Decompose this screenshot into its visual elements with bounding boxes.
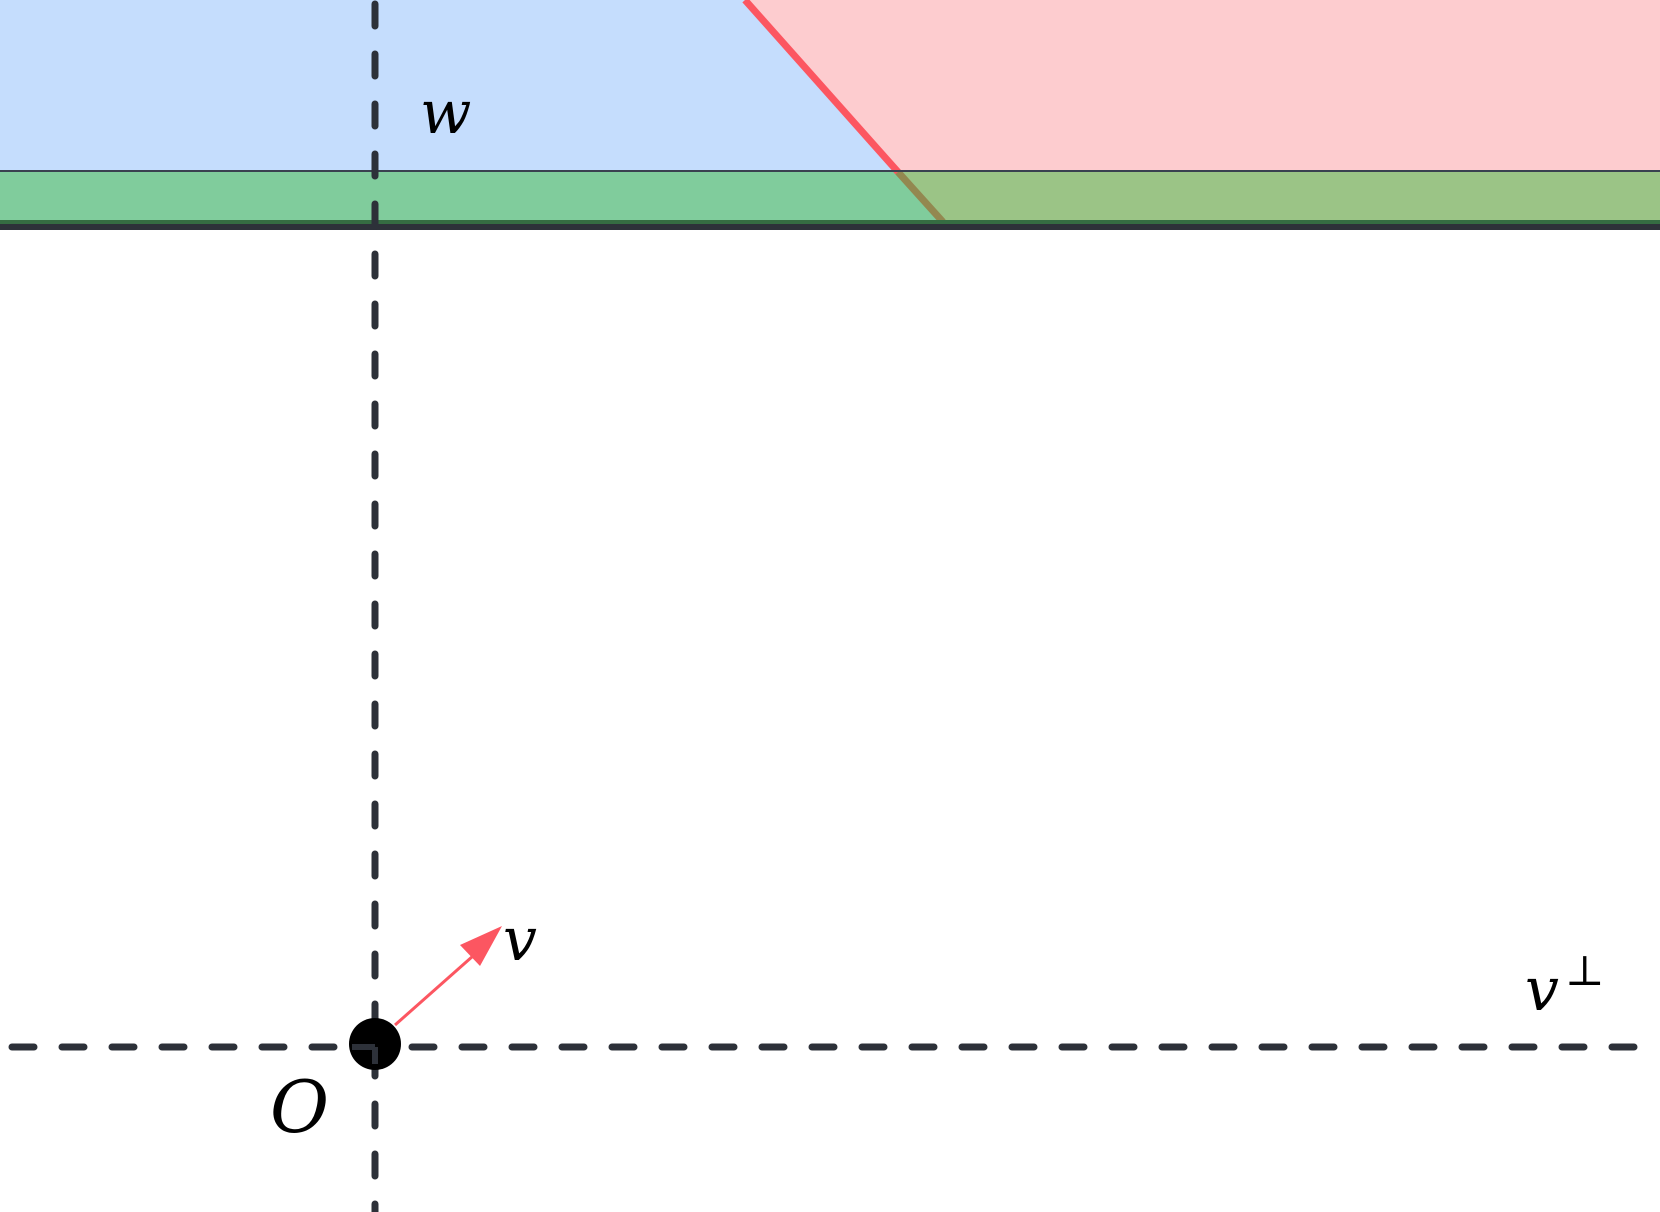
label-origin: O [270,1065,329,1149]
red-boundary-line-band [895,169,946,225]
vector-v-arrowhead-icon [460,926,502,966]
overlap-band-region [898,172,1660,222]
red-region [745,0,1660,172]
vector-v-shaft [394,946,483,1027]
label-v: v [503,905,537,975]
label-perp-superscript: ⊥ [1565,946,1605,995]
red-boundary-line [742,0,901,175]
label-w: w [420,78,471,148]
label-v-perp: v [1525,955,1559,1025]
